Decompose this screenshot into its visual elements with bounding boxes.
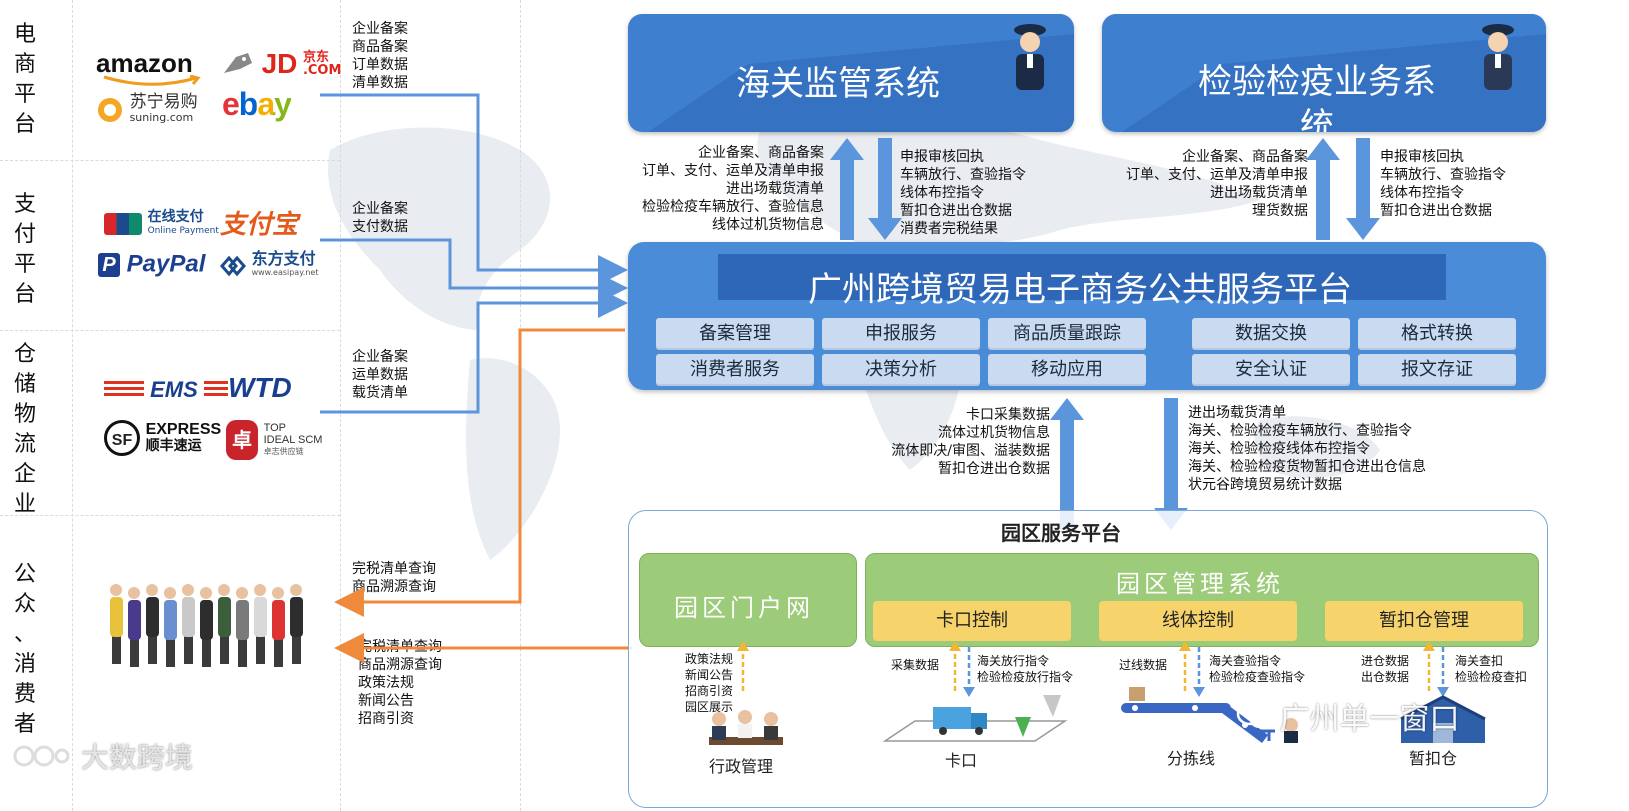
module-declaration[interactable]: 申报服务 (822, 318, 980, 350)
wechat-watermark: 广州单一窗口 (1236, 694, 1460, 738)
wechat-watermark-text: 广州单一窗口 (1280, 702, 1460, 737)
inspection-upload-note: 企业备案、商品备案 订单、支付、运单及清单申报 进出场载货清单 理货数据 (1060, 148, 1308, 220)
module-decision-analysis[interactable]: 决策分析 (822, 354, 980, 386)
logistics-to-platform-arrow (320, 303, 622, 412)
inspection-to-platform-arrow (1346, 138, 1380, 240)
platform-to-customs-arrow (830, 138, 864, 240)
customs-upload-note: 企业备案、商品备案 订单、支付、运单及清单申报 进出场载货清单 检验检疫车辆放行… (560, 144, 824, 234)
inspection-system-title: 检验检疫业务系统 (1182, 60, 1452, 132)
wechat-icon (1236, 702, 1270, 730)
payment-to-platform-arrow (320, 240, 622, 288)
module-message-storage[interactable]: 报文存证 (1358, 354, 1516, 386)
customs-to-platform-arrow (868, 138, 902, 240)
module-security-auth[interactable]: 安全认证 (1192, 354, 1350, 386)
customs-system-box: 海关监管系统 (628, 14, 1074, 132)
platform-to-inspection-arrow (1306, 138, 1340, 240)
module-mobile-app[interactable]: 移动应用 (988, 354, 1146, 386)
customs-officer-icon (1008, 20, 1052, 94)
gate-truck-icon (875, 695, 1075, 745)
module-format-conversion[interactable]: 格式转换 (1358, 318, 1516, 350)
inspection-officer-icon (1476, 20, 1520, 94)
inspection-return-note: 申报审核回执 车辆放行、查验指令 线体布控指令 暂扣仓进出仓数据 (1380, 148, 1506, 220)
public-service-platform: 广州跨境贸易电子商务公共服务平台 备案管理 申报服务 商品质量跟踪 消费者服务 … (628, 242, 1546, 390)
admin-meeting-icon (701, 707, 791, 755)
warehouse-caption: 暂扣仓 (1409, 745, 1457, 769)
brand-logo-icon (12, 740, 72, 772)
module-data-exchange[interactable]: 数据交换 (1192, 318, 1350, 350)
platform-to-consumer-arrow (340, 330, 625, 602)
brand-watermark-text: 大数跨境 (81, 741, 193, 774)
park-upload-note: 卡口采集数据 流体过机货物信息 流体即决/审图、溢装数据 暂扣仓进出仓数据 (790, 406, 1050, 478)
inspection-system-box: 检验检疫业务系统 (1102, 14, 1546, 132)
module-consumer-service[interactable]: 消费者服务 (656, 354, 814, 386)
gate-caption: 卡口 (945, 747, 977, 771)
customs-system-title: 海关监管系统 (736, 56, 940, 105)
platform-download-note: 进出场载货清单 海关、检验检疫车辆放行、查验指令 海关、检验检疫线体布控指令 海… (1188, 404, 1426, 494)
module-filing[interactable]: 备案管理 (656, 318, 814, 350)
platform-title: 广州跨境贸易电子商务公共服务平台 (808, 262, 1352, 311)
admin-caption: 行政管理 (709, 753, 773, 777)
module-quality-tracking[interactable]: 商品质量跟踪 (988, 318, 1146, 350)
customs-return-note: 申报审核回执 车辆放行、查验指令 线体布控指令 暂扣仓进出仓数据 消费者完税结果 (900, 148, 1026, 238)
brand-watermark: 大数跨境 (12, 736, 193, 776)
park-service-platform: 园区服务平台 园区门户网 园区管理系统 卡口控制 线体控制 暂扣仓管理 政策法规… (628, 510, 1548, 808)
sorting-line-caption: 分拣线 (1167, 745, 1215, 769)
